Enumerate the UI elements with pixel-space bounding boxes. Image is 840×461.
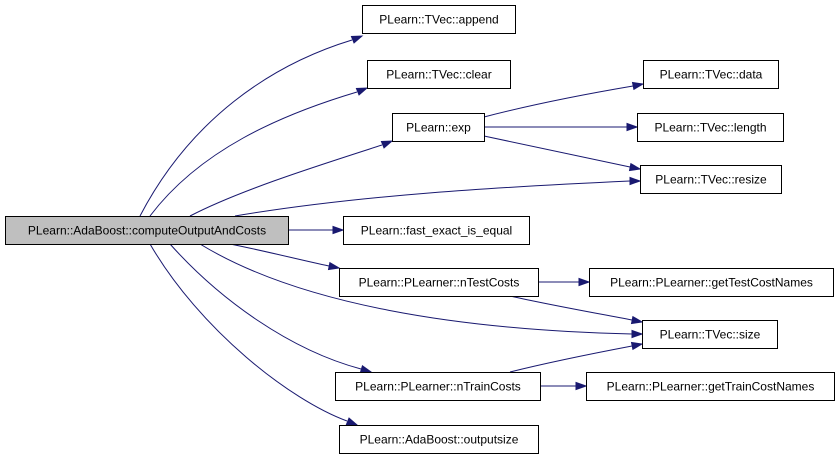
arrowhead: [630, 341, 644, 351]
edge-root-to-size: [199, 243, 644, 339]
edge-root-to-append: [139, 35, 364, 217]
node-gettest[interactable]: PLearn::PLearner::getTestCostNames: [589, 268, 834, 297]
edge-ntest-to-gettest: [538, 277, 591, 287]
node-box[interactable]: [586, 372, 835, 401]
arrowhead: [380, 140, 394, 149]
node-label: PLearn::TVec::size: [660, 328, 761, 342]
node-box[interactable]: [335, 372, 541, 401]
node-label: PLearn::TVec::resize: [655, 173, 767, 187]
node-box[interactable]: [367, 60, 511, 89]
node-box[interactable]: [643, 60, 779, 89]
arrowhead: [630, 315, 644, 325]
edge-exp-to-resize: [483, 135, 642, 172]
edge-line: [149, 91, 358, 217]
edge-root-to-outsize: [149, 243, 359, 426]
edge-line: [483, 85, 634, 118]
node-label: PLearn::exp: [406, 121, 471, 135]
node-box[interactable]: [362, 5, 516, 34]
edge-root-to-ntrain: [169, 243, 373, 374]
arrowhead: [578, 277, 591, 287]
node-box[interactable]: [642, 320, 778, 349]
node-outsize[interactable]: PLearn::AdaBoost::outputsize: [339, 425, 539, 454]
edge-root-to-clear: [149, 87, 369, 217]
edge-line: [189, 144, 383, 217]
node-fei[interactable]: PLearn::fast_exact_is_equal: [343, 216, 530, 245]
edge-root-to-fei: [288, 225, 345, 235]
arrowhead: [327, 261, 341, 271]
edge-line: [169, 243, 362, 370]
node-label: PLearn::TVec::data: [660, 68, 763, 82]
node-size[interactable]: PLearn::TVec::size: [642, 320, 778, 349]
node-length[interactable]: PLearn::TVec::length: [637, 113, 784, 142]
node-label: PLearn::PLearner::getTestCostNames: [610, 276, 813, 290]
node-box[interactable]: [343, 216, 530, 245]
edge-line: [509, 345, 633, 373]
node-box[interactable]: [339, 268, 539, 297]
node-exp[interactable]: PLearn::exp: [392, 113, 485, 142]
edge-line: [149, 243, 348, 422]
edge-ntest-to-size: [509, 295, 644, 325]
edge-ntrain-to-gettrain: [540, 381, 588, 391]
edge-exp-to-data: [483, 81, 645, 118]
edge-exp-to-length: [484, 122, 639, 132]
node-label: PLearn::TVec::length: [654, 121, 766, 135]
node-gettrain[interactable]: PLearn::PLearner::getTrainCostNames: [586, 372, 835, 401]
node-ntest[interactable]: PLearn::PLearner::nTestCosts: [339, 268, 539, 297]
edge-ntrain-to-size: [509, 341, 644, 373]
arrowhead: [631, 81, 645, 91]
arrowhead: [629, 176, 642, 186]
arrowhead: [345, 417, 359, 426]
node-data[interactable]: PLearn::TVec::data: [643, 60, 779, 89]
node-label: PLearn::fast_exact_is_equal: [361, 224, 512, 238]
node-box[interactable]: [5, 216, 289, 245]
node-root[interactable]: PLearn::AdaBoost::computeOutputAndCosts: [5, 216, 289, 245]
edge-line: [483, 135, 631, 168]
node-box[interactable]: [392, 113, 485, 142]
node-box[interactable]: [339, 425, 539, 454]
nodes-layer: PLearn::AdaBoost::computeOutputAndCostsP…: [5, 5, 835, 454]
edge-line: [139, 39, 353, 217]
edge-root-to-resize: [234, 176, 642, 217]
node-box[interactable]: [589, 268, 834, 297]
node-append[interactable]: PLearn::TVec::append: [362, 5, 516, 34]
node-resize[interactable]: PLearn::TVec::resize: [640, 165, 782, 194]
node-label: PLearn::TVec::append: [379, 13, 498, 27]
node-ntrain[interactable]: PLearn::PLearner::nTrainCosts: [335, 372, 541, 401]
node-clear[interactable]: PLearn::TVec::clear: [367, 60, 511, 89]
arrowhead: [332, 225, 345, 235]
arrowhead: [626, 122, 639, 132]
edge-root-to-exp: [189, 140, 394, 217]
node-label: PLearn::AdaBoost::outputsize: [360, 433, 519, 447]
edge-line: [199, 243, 633, 335]
arrowhead: [355, 87, 369, 96]
arrowhead: [350, 35, 364, 44]
edge-line: [229, 243, 330, 267]
edges-layer: [139, 35, 645, 426]
node-label: PLearn::PLearner::nTrainCosts: [355, 380, 521, 394]
node-box[interactable]: [640, 165, 782, 194]
node-label: PLearn::TVec::clear: [386, 68, 491, 82]
node-label: PLearn::AdaBoost::computeOutputAndCosts: [28, 224, 266, 238]
arrowhead: [628, 162, 642, 172]
arrowhead: [359, 364, 373, 374]
arrowhead: [631, 329, 644, 339]
node-label: PLearn::PLearner::getTrainCostNames: [607, 380, 815, 394]
edge-line: [234, 180, 631, 217]
node-label: PLearn::PLearner::nTestCosts: [359, 276, 520, 290]
arrowhead: [575, 381, 588, 391]
edge-root-to-ntest: [229, 243, 341, 271]
node-box[interactable]: [637, 113, 784, 142]
edge-line: [509, 295, 633, 321]
